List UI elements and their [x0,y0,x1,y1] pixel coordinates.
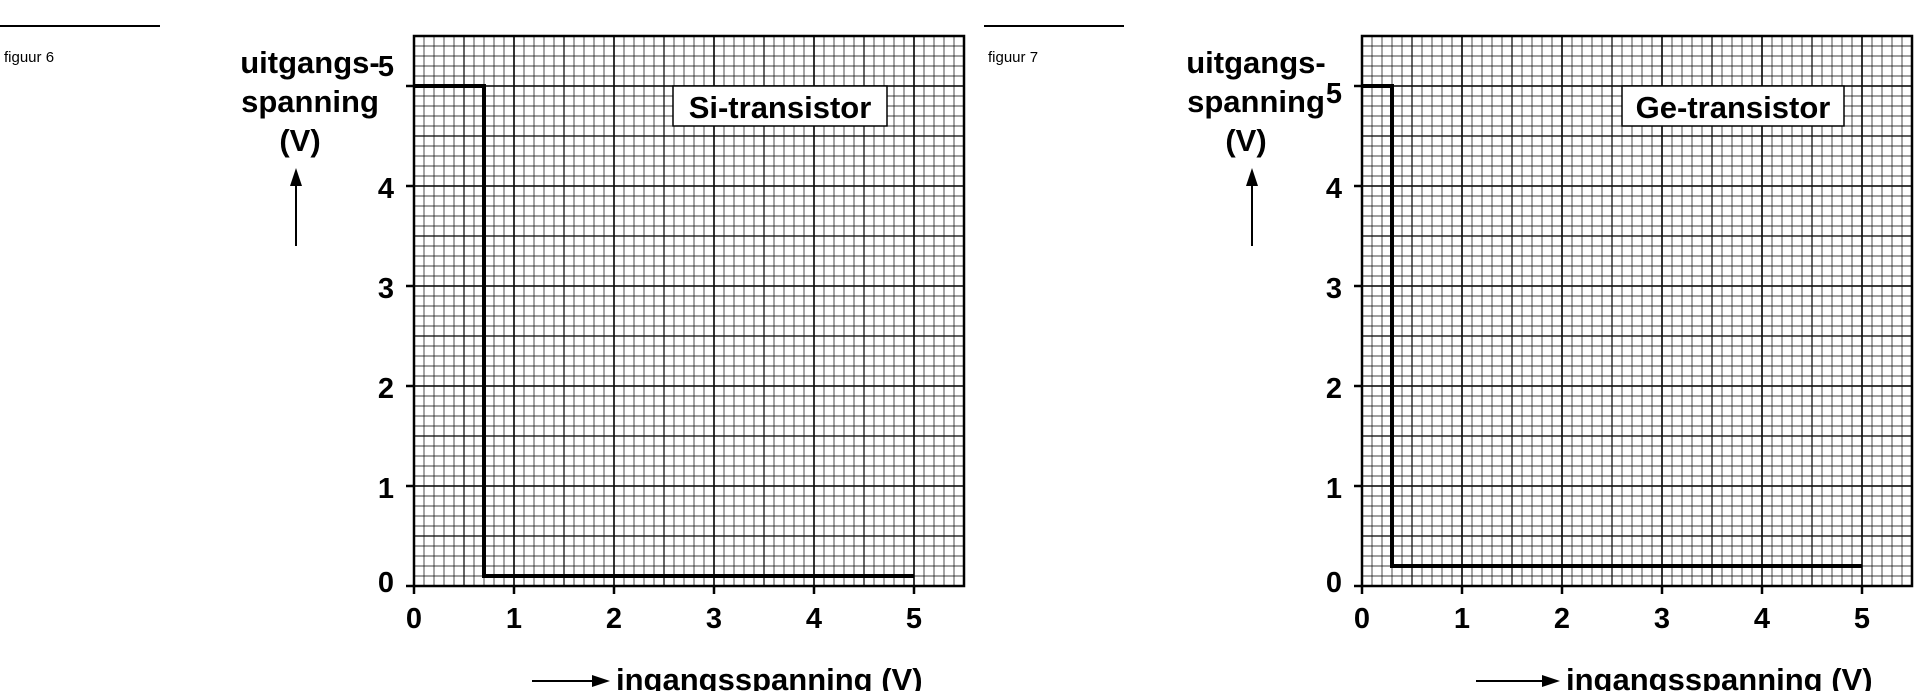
figure-6-ylabel-line-1: uitgangs- [240,45,380,80]
figure-6-title-box: Si-transistor [672,85,888,127]
figure-7-ytick-0: 0 [1326,567,1342,599]
figure-6-xtick-5: 5 [906,603,922,635]
figure-7-ylabel-line-3: (V) [1225,123,1266,158]
figure-6-plot-area [406,34,966,594]
figure-7-minor-grid [1362,36,1912,586]
figure-6-ylabel-line-2: spanning [241,84,379,119]
figure-7-label: figuur 7 [988,49,1038,66]
figure-6-ytick-4: 4 [378,173,394,205]
figure-6-ylabel-arrow-icon [290,168,302,246]
figure-6-tick-marks [406,84,916,594]
figure-6-ytick-2: 2 [378,373,394,405]
figure-7-xtick-5: 5 [1854,603,1870,635]
plot-border [1360,34,1914,588]
figure-7-axes [1360,34,1914,588]
figure-7-ytick-2: 2 [1326,373,1342,405]
figure-7-title-box: Ge-transistor [1621,85,1845,127]
figure-7-xtick-1: 1 [1454,603,1470,635]
transfer-curve [414,84,914,578]
figure-7-title: Ge-transistor [1636,90,1831,125]
figure-7-ylabel-arrow-icon [1246,168,1258,246]
transfer-curve [1362,84,1862,568]
figure-6-ytick-0: 0 [378,567,394,599]
figure-7-xtick-2: 2 [1554,603,1570,635]
figure-6-curve-group [414,84,914,578]
figure-7-ytick-1: 1 [1326,473,1342,505]
figure-7-curve-group [1362,84,1862,568]
figure-6-ylabel-line-3: (V) [279,123,320,158]
figure-7-tick-marks [1354,84,1864,594]
figure-7-ytick-3: 3 [1326,273,1342,305]
figure-6-xlabel: ingangsspanning (V) [616,662,923,691]
figure-7-xlabel-arrow-icon [1476,675,1560,687]
figure-6-ytick-5: 5 [378,51,394,83]
figure-7-xtick-3: 3 [1654,603,1670,635]
figure-7-xtick-0: 0 [1354,603,1370,635]
figure-6-xtick-3: 3 [706,603,722,635]
figure-6-xtick-2: 2 [606,603,622,635]
figure-6-xtick-4: 4 [806,603,822,635]
figure-6-xtick-0: 0 [406,603,422,635]
figure-7-xtick-4: 4 [1754,603,1770,635]
figure-7: figuur 7 uitgangs- spanning (V) Ge-trans… [984,25,1914,691]
plot-border [412,34,966,588]
figure-7-ytick-5: 5 [1326,78,1342,110]
figure-6-axes [412,34,966,588]
figure-7-ylabel-line-2: spanning [1187,84,1325,119]
figure-7-ytick-4: 4 [1326,173,1342,205]
figure-7-ylabel-line-1: uitgangs- [1186,45,1326,80]
figure-6: figuur 6 uitgangs- spanning (V) Si-trans… [0,25,966,691]
figure-6-title: Si-transistor [689,90,872,125]
figure-6-ytick-1: 1 [378,473,394,505]
figure-6-xtick-1: 1 [506,603,522,635]
figure-6-label: figuur 6 [4,49,54,66]
figure-7-xlabel: ingangsspanning (V) [1566,662,1873,691]
figure-6-xlabel-arrow-icon [532,675,610,687]
figure-7-plot-area [1354,34,1914,594]
figure-6-ytick-3: 3 [378,273,394,305]
